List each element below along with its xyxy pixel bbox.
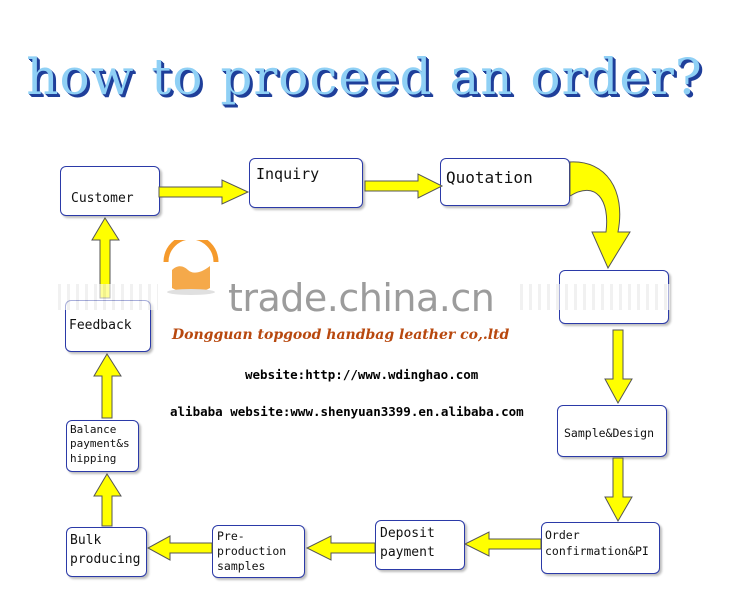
arrow-order-to-deposit — [463, 531, 542, 557]
step-sample-design-label: Sample&Design — [564, 426, 655, 440]
step-balance-payment-label: Balance payment&s hipping — [70, 423, 130, 465]
arrow-quotation-curved — [569, 161, 631, 270]
step-order-confirmation-label: Order confirmation&PI — [545, 528, 649, 558]
step-deposit-payment: Deposit payment — [375, 520, 465, 570]
watermark-text: trade.china.cn — [228, 276, 495, 320]
step-sample-design: Sample&Design — [557, 405, 667, 457]
step-bulk-producing-label: Bulk producing — [70, 533, 141, 567]
step-customer: Customer — [60, 166, 160, 216]
step-pre-production-label: Pre- production samples — [217, 529, 287, 573]
step-customer-label: Customer — [71, 191, 134, 206]
watermark-fade-left — [58, 284, 158, 310]
step-deposit-payment-label: Deposit payment — [380, 526, 435, 560]
step-pre-production: Pre- production samples — [212, 525, 305, 578]
watermark-fade-right — [520, 284, 670, 310]
page-title: how to proceed an order? — [26, 48, 703, 106]
step-inquiry-label: Inquiry — [256, 165, 320, 183]
step-quotation: Quotation — [440, 158, 570, 206]
alibaba-text: alibaba website:www.shenyuan3399.en.alib… — [170, 404, 524, 419]
arrow-deposit-to-preproduction — [305, 535, 376, 561]
arrow-inquiry-to-quotation — [364, 173, 444, 199]
step-bulk-producing: Bulk producing — [66, 527, 147, 577]
step-order-confirmation: Order confirmation&PI — [541, 522, 660, 574]
step-inquiry: Inquiry — [249, 158, 363, 208]
step-feedback-label: Feedback — [69, 318, 132, 333]
arrow-down-to-sample — [604, 329, 633, 405]
step-balance-payment: Balance payment&s hipping — [66, 420, 139, 472]
arrow-balance-to-feedback — [93, 353, 122, 419]
arrow-preproduction-to-bulk — [146, 535, 213, 561]
trade-logo-icon — [163, 240, 219, 295]
arrow-customer-to-inquiry — [158, 179, 250, 205]
arrow-down-to-order — [604, 457, 633, 523]
company-name: Dongguan topgood handbag leather co,.ltd — [172, 327, 510, 343]
website-text: website:http://www.wdinghao.com — [245, 367, 479, 382]
step-quotation-label: Quotation — [446, 168, 533, 187]
arrow-bulk-to-balance — [93, 473, 122, 527]
